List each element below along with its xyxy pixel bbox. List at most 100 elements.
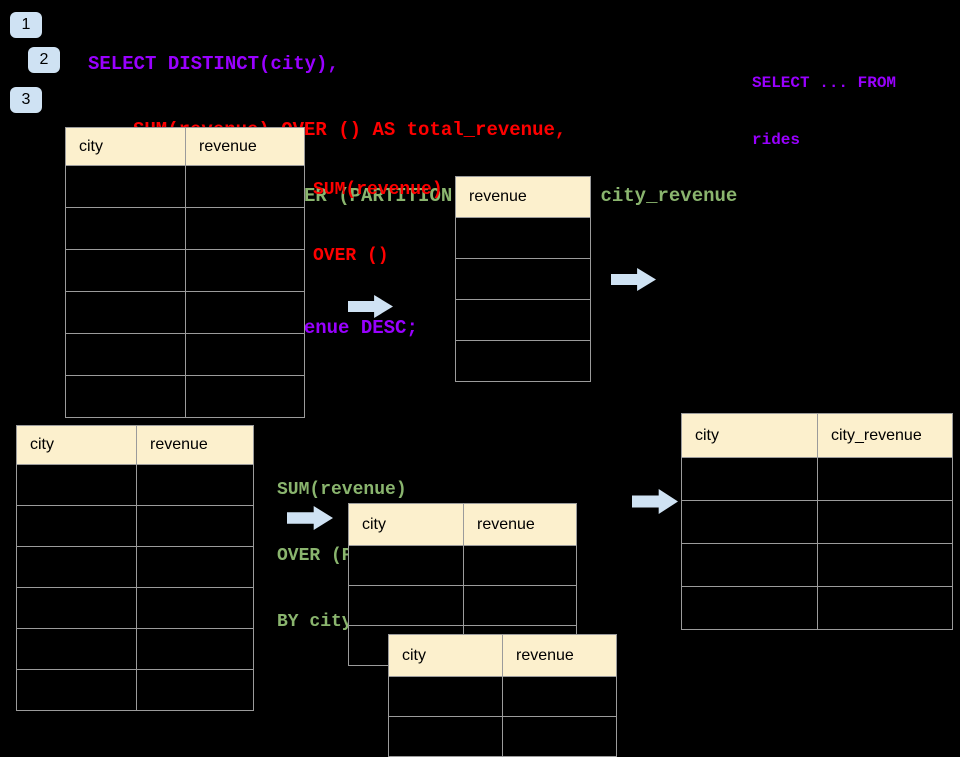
column-header-revenue: revenue [463, 503, 577, 546]
empty-cell [136, 669, 254, 711]
annotation-line: OVER () [313, 246, 389, 266]
empty-cell [681, 586, 818, 630]
empty-cell [681, 543, 818, 587]
table-row [348, 585, 577, 626]
empty-cell [65, 291, 186, 334]
table-row [455, 299, 591, 341]
empty-cell [455, 340, 591, 382]
table-row [16, 464, 254, 506]
column-header-city: city [65, 127, 186, 166]
empty-cell [65, 249, 186, 292]
empty-cell [388, 716, 503, 757]
empty-cell [455, 217, 591, 259]
side-note: SELECT ... FROM rides [752, 36, 896, 169]
column-header-city: city [388, 634, 503, 677]
empty-cell [817, 457, 953, 501]
table-row [65, 249, 305, 292]
empty-cell [681, 457, 818, 501]
table-row [16, 628, 254, 670]
column-header-revenue: revenue [455, 176, 591, 218]
empty-cell [817, 586, 953, 630]
table-source-bottom: city revenue [16, 425, 254, 711]
table-header-row: revenue [455, 176, 591, 218]
table-row [16, 587, 254, 629]
empty-cell [185, 291, 305, 334]
empty-cell [817, 500, 953, 544]
table-total-result: revenue [455, 176, 591, 382]
empty-cell [502, 676, 617, 717]
column-header-city-revenue: city_revenue [817, 413, 953, 458]
step-badge-2: 2 [28, 47, 60, 73]
table-row [681, 500, 953, 544]
empty-cell [65, 375, 186, 418]
empty-cell [463, 585, 577, 626]
empty-cell [502, 716, 617, 757]
table-row [681, 543, 953, 587]
empty-cell [16, 546, 137, 588]
table-header-row: city revenue [16, 425, 254, 465]
empty-cell [185, 165, 305, 208]
column-header-revenue: revenue [502, 634, 617, 677]
table-row [65, 207, 305, 250]
empty-cell [65, 165, 186, 208]
table-header-row: city revenue [65, 127, 305, 166]
column-header-city: city [348, 503, 464, 546]
empty-cell [185, 375, 305, 418]
table-row [65, 165, 305, 208]
empty-cell [388, 676, 503, 717]
empty-cell [16, 505, 137, 547]
side-note-line-1: SELECT ... FROM [752, 74, 897, 92]
empty-cell [136, 587, 254, 629]
table-row [16, 505, 254, 547]
table-row [681, 457, 953, 501]
table-row [681, 586, 953, 630]
empty-cell [136, 505, 254, 547]
sql-line-select: SELECT DISTINCT(city), [88, 53, 339, 75]
badge-label: 3 [21, 91, 31, 108]
table-header-row: city city_revenue [681, 413, 953, 458]
table-row [388, 676, 617, 717]
badge-label: 2 [39, 51, 49, 68]
empty-cell [16, 669, 137, 711]
empty-cell [681, 500, 818, 544]
empty-cell [817, 543, 953, 587]
table-row [65, 375, 305, 418]
empty-cell [455, 258, 591, 300]
table-row [348, 545, 577, 586]
side-note-line-2: rides [752, 131, 801, 149]
empty-cell [185, 207, 305, 250]
table-row [65, 291, 305, 334]
table-header-row: city revenue [348, 503, 577, 546]
table-row [65, 333, 305, 376]
step-badge-1: 1 [10, 12, 42, 38]
table-header-row: city revenue [388, 634, 617, 677]
empty-cell [136, 464, 254, 506]
table-partition-overlay: city revenue [388, 634, 617, 757]
column-header-city: city [681, 413, 818, 458]
column-header-revenue: revenue [136, 425, 254, 465]
annotation-line: SUM(revenue) [313, 180, 443, 200]
empty-cell [136, 628, 254, 670]
empty-cell [463, 545, 577, 586]
table-source-top: city revenue [65, 127, 305, 418]
empty-cell [455, 299, 591, 341]
annotation-line: SUM(revenue) [277, 480, 407, 500]
table-row [455, 217, 591, 259]
step-badge-3: 3 [10, 87, 42, 113]
table-row [455, 258, 591, 300]
empty-cell [65, 333, 186, 376]
table-row [388, 716, 617, 757]
empty-cell [16, 587, 137, 629]
empty-cell [16, 464, 137, 506]
annotation-total-revenue: SUM(revenue) OVER () [313, 135, 443, 289]
arrow-right-icon [632, 489, 678, 514]
empty-cell [65, 207, 186, 250]
column-header-city: city [16, 425, 137, 465]
table-final-result: city city_revenue [681, 413, 953, 630]
empty-cell [348, 545, 464, 586]
empty-cell [185, 333, 305, 376]
table-row [16, 546, 254, 588]
column-header-revenue: revenue [185, 127, 305, 166]
empty-cell [348, 585, 464, 626]
empty-cell [16, 628, 137, 670]
